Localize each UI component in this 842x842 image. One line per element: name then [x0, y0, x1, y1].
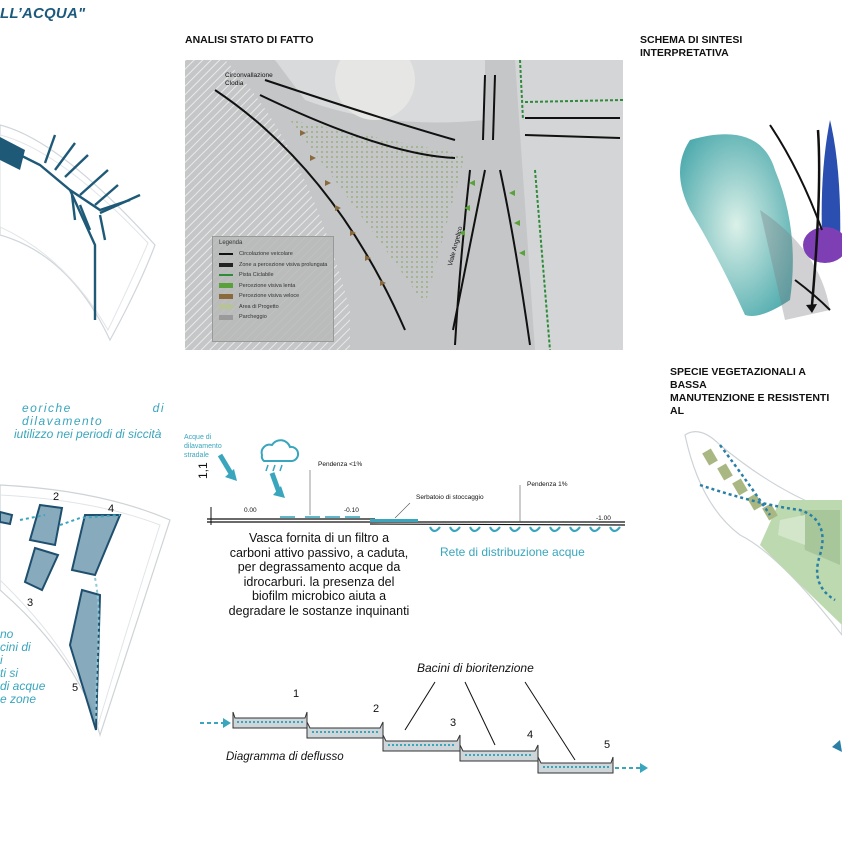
legend-item: Percezione visiva veloce	[213, 291, 333, 302]
step-number: 3	[450, 717, 457, 729]
section-diagram	[207, 439, 626, 533]
analisi-heading: ANALISI STATO DI FATTO	[185, 34, 314, 46]
step-number: 2	[373, 703, 380, 715]
synthesis-drawing	[680, 120, 842, 320]
legend-item: Area di Progetto	[213, 302, 333, 313]
left-description: eoriche di dilavamento iutilizzo nei per…	[14, 401, 165, 441]
height-label: 1,1	[196, 462, 210, 479]
serbatoio-label: Serbatoio di stoccaggio	[416, 494, 484, 501]
water-network-plan	[0, 124, 156, 342]
level-label: 0.00	[244, 507, 257, 514]
bacini-label: Bacini di bioritenzione	[417, 661, 534, 675]
pendenza-left-label: Pendenza <1%	[318, 461, 363, 468]
legend-item: Circolazione veicolare	[213, 249, 333, 260]
legend-item: Parcheggio	[213, 312, 333, 323]
basin-number: 5	[72, 682, 79, 694]
legend-item: Zone a percezione visiva prolungata	[213, 260, 333, 271]
legend-item: Pista Ciclabile	[213, 270, 333, 281]
diagram-label: Diagramma di deflusso	[226, 751, 344, 763]
step-number: 4	[527, 729, 534, 741]
deflusso-diagram	[200, 681, 648, 774]
basin-number: 4	[108, 503, 115, 515]
filter-description: Vasca fornita di un filtro a carboni att…	[228, 531, 410, 618]
vegetation-plan	[684, 431, 842, 752]
left-fragments: no cini di i ti si di acque e zone	[0, 627, 46, 706]
map-legend: Legenda Circolazione veicolare Zone a pe…	[212, 236, 334, 342]
step-number: 1	[293, 688, 300, 700]
legend-title: Legenda	[219, 240, 243, 246]
basin-number: 3	[27, 597, 34, 609]
rete-label: Rete di distribuzione acque	[440, 545, 585, 559]
legend-item: Percezione visiva lenta	[213, 281, 333, 292]
analisi-map: Circonvallazione Clodia Viale Angelico	[185, 60, 623, 350]
street-label-circonvallazione: Circonvallazione Clodia	[225, 72, 273, 87]
level-label: -0.10	[344, 507, 359, 514]
acque-label: Acque di dilavamento stradale	[184, 434, 222, 459]
schema-heading: SCHEMA DI SINTESI INTERPRETATIVA	[640, 34, 743, 59]
page-title: LL’ACQUA"	[0, 5, 86, 22]
specie-heading: SPECIE VEGETAZIONALI A BASSA MANUTENZION…	[670, 366, 830, 417]
step-number: 5	[604, 739, 611, 751]
basin-number: 2	[53, 491, 60, 503]
rain-cloud-icon	[260, 439, 300, 472]
basins-plan	[0, 484, 171, 738]
level-label: -1.00	[596, 515, 611, 522]
pendenza-right-label: Pendenza 1%	[527, 481, 568, 488]
